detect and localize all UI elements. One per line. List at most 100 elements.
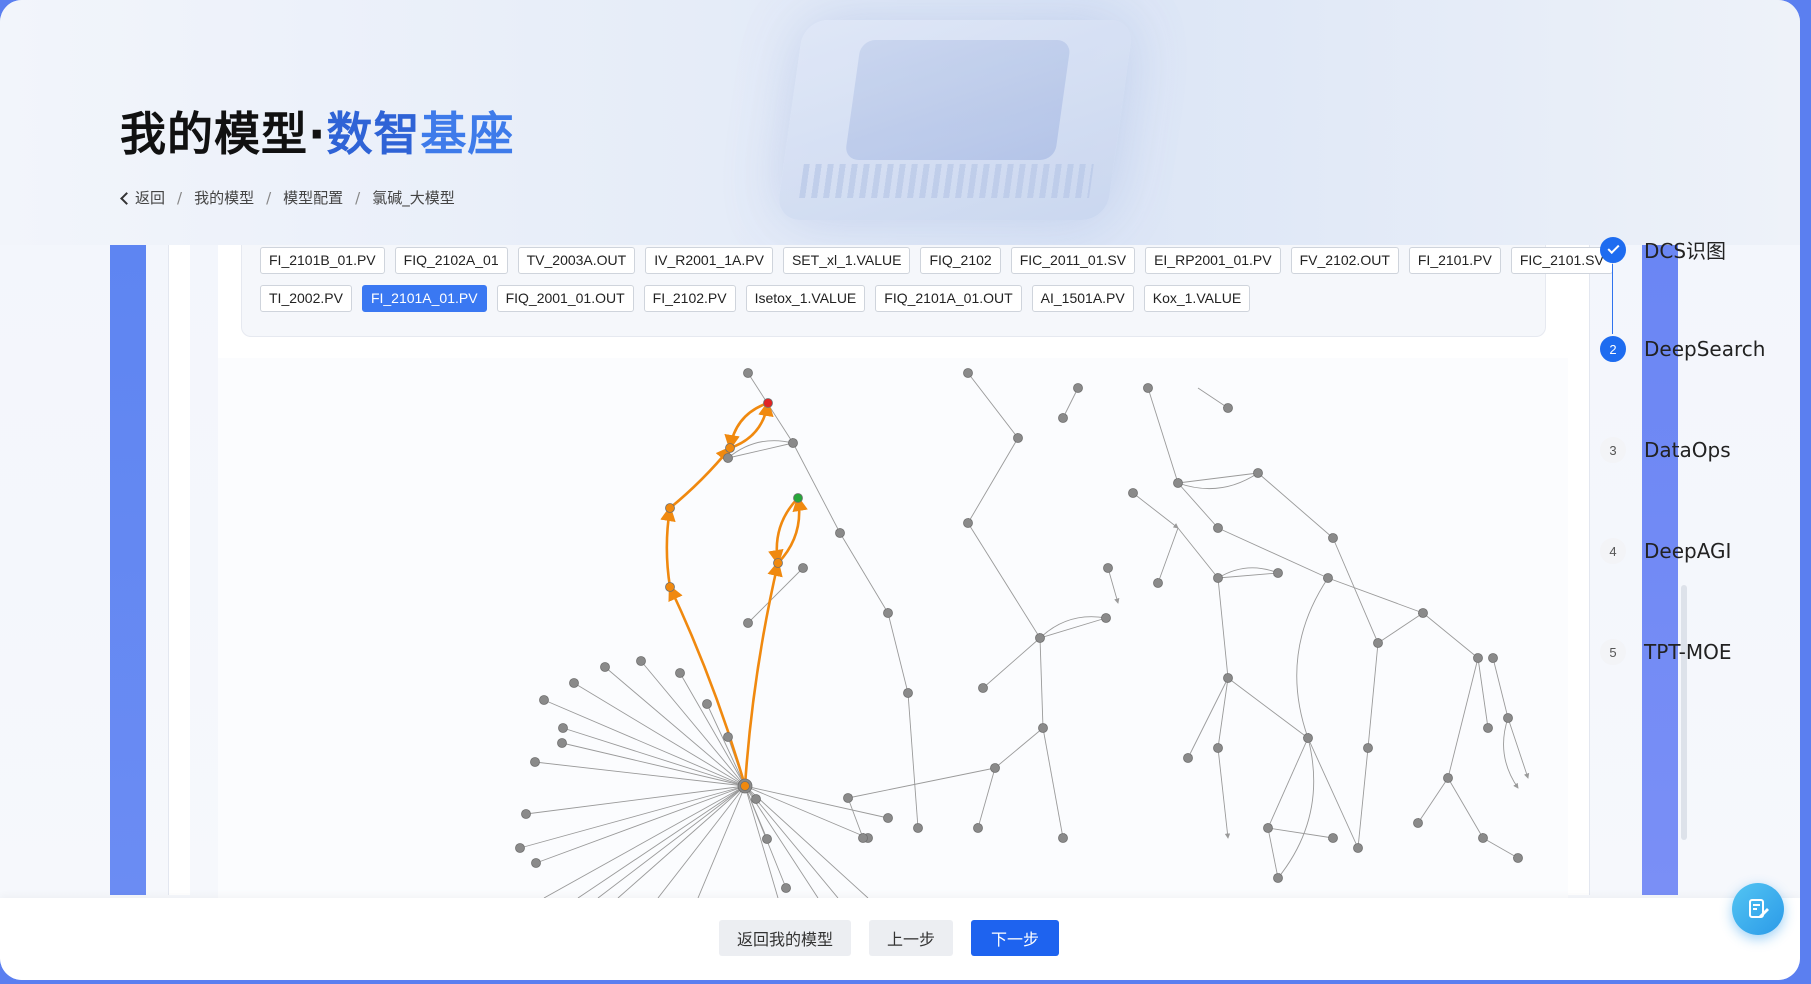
graph-node[interactable] (973, 823, 983, 833)
graph-node[interactable] (1413, 818, 1423, 828)
tag-item[interactable]: FI_2101.PV (1408, 247, 1501, 274)
graph-node[interactable] (665, 503, 675, 513)
graph-node[interactable] (1143, 383, 1153, 393)
graph-node[interactable] (762, 834, 772, 844)
graph-node[interactable] (600, 662, 610, 672)
graph-node[interactable] (913, 823, 923, 833)
graph-node[interactable] (1253, 468, 1263, 478)
knowledge-graph[interactable] (218, 358, 1568, 898)
graph-node[interactable] (963, 518, 973, 528)
graph-node[interactable] (1058, 833, 1068, 843)
tag-item[interactable]: FIC_2011_01.SV (1010, 247, 1136, 274)
graph-node[interactable] (1478, 833, 1488, 843)
graph-node[interactable] (1328, 833, 1338, 843)
graph-node[interactable] (723, 453, 733, 463)
tag-item[interactable]: AI_1501A.PV (1031, 285, 1134, 312)
tag-item[interactable]: FV_2102.OUT (1290, 247, 1399, 274)
graph-node[interactable] (743, 368, 753, 378)
graph-node[interactable] (883, 813, 893, 823)
graph-node[interactable] (1013, 433, 1023, 443)
graph-node[interactable] (1035, 633, 1045, 643)
tag-item[interactable]: FI_2101B_01.PV (260, 247, 385, 274)
breadcrumb-item-model-config[interactable]: 模型配置 (283, 189, 344, 207)
graph-node[interactable] (1363, 743, 1373, 753)
graph-node[interactable] (843, 793, 853, 803)
graph-node[interactable] (557, 738, 567, 748)
graph-node[interactable] (665, 582, 675, 592)
graph-node[interactable] (723, 732, 733, 742)
graph-node[interactable] (1483, 723, 1493, 733)
graph-node[interactable] (740, 781, 750, 791)
graph-node[interactable] (1443, 773, 1453, 783)
step-deepagi[interactable]: 4 DeepAGI (1600, 538, 1731, 564)
graph-node[interactable] (798, 563, 808, 573)
breadcrumb-item-my-models[interactable]: 我的模型 (194, 189, 255, 207)
prev-step-button[interactable]: 上一步 (869, 920, 954, 956)
graph-node[interactable] (788, 438, 798, 448)
graph-node[interactable] (1213, 573, 1223, 583)
tag-item[interactable]: Kox_1.VALUE (1143, 285, 1251, 312)
graph-node[interactable] (835, 528, 845, 538)
graph-node[interactable] (1418, 608, 1428, 618)
graph-node[interactable] (1183, 753, 1193, 763)
graph-node[interactable] (1323, 573, 1333, 583)
graph-node[interactable] (1513, 853, 1523, 863)
tag-item[interactable]: FIQ_2101A_01.OUT (875, 285, 1022, 312)
graph-node[interactable] (1101, 613, 1111, 623)
graph-node[interactable] (1353, 843, 1363, 853)
graph-node[interactable] (1223, 403, 1233, 413)
graph-node[interactable] (883, 608, 893, 618)
graph-node[interactable] (763, 398, 773, 408)
graph-node[interactable] (963, 368, 973, 378)
graph-node[interactable] (1128, 488, 1138, 498)
graph-node[interactable] (1213, 743, 1223, 753)
graph-node[interactable] (990, 763, 1000, 773)
graph-node[interactable] (858, 833, 868, 843)
graph-node[interactable] (1263, 823, 1273, 833)
tag-item[interactable]: SET_xl_1.VALUE (782, 247, 911, 274)
graph-node[interactable] (1328, 533, 1338, 543)
tag-item[interactable]: TI_2002.PV (260, 285, 352, 312)
graph-node[interactable] (515, 843, 525, 853)
graph-node[interactable] (531, 858, 541, 868)
tag-item[interactable]: FIQ_2102 (920, 247, 1001, 274)
graph-node[interactable] (521, 809, 531, 819)
graph-node[interactable] (903, 688, 913, 698)
graph-node[interactable] (1373, 638, 1383, 648)
graph-node[interactable] (1503, 713, 1513, 723)
tag-item[interactable]: Isetox_1.VALUE (745, 285, 866, 312)
tag-item[interactable]: FIC_2101.SV (1510, 247, 1613, 274)
graph-node[interactable] (1153, 578, 1163, 588)
graph-node[interactable] (675, 668, 685, 678)
graph-node[interactable] (751, 794, 761, 804)
graph-node[interactable] (1273, 873, 1283, 883)
back-link[interactable]: 返回 (120, 187, 165, 208)
next-step-button[interactable]: 下一步 (971, 920, 1060, 956)
tag-item[interactable]: FI_2102.PV (643, 285, 736, 312)
back-to-models-button[interactable]: 返回我的模型 (719, 920, 852, 956)
step-dataops[interactable]: 3 DataOps (1600, 437, 1731, 463)
graph-node[interactable] (569, 678, 579, 688)
step-tpt-moe[interactable]: 5 TPT-MOE (1600, 639, 1732, 665)
tag-item[interactable]: EI_RP2001_01.PV (1145, 247, 1281, 274)
graph-node[interactable] (1273, 568, 1283, 578)
graph-node[interactable] (1223, 673, 1233, 683)
graph-node[interactable] (1058, 413, 1068, 423)
graph-node[interactable] (781, 883, 791, 893)
graph-node[interactable] (773, 558, 783, 568)
graph-node[interactable] (1173, 478, 1183, 488)
graph-node[interactable] (636, 656, 646, 666)
step-dcs[interactable]: DCS识图 (1600, 235, 1726, 334)
graph-node[interactable] (793, 493, 803, 503)
tag-item[interactable]: IV_R2001_1A.PV (645, 247, 773, 274)
graph-node[interactable] (1103, 563, 1113, 573)
graph-node[interactable] (558, 723, 568, 733)
tag-item-selected[interactable]: FI_2101A_01.PV (361, 285, 487, 312)
graph-canvas[interactable] (218, 358, 1568, 898)
graph-node[interactable] (725, 443, 735, 453)
graph-node[interactable] (1038, 723, 1048, 733)
graph-node[interactable] (978, 683, 988, 693)
edit-fab-button[interactable] (1732, 883, 1784, 935)
step-deepsearch[interactable]: 2 DeepSearch (1600, 336, 1765, 362)
tag-item[interactable]: TV_2003A.OUT (517, 247, 636, 274)
